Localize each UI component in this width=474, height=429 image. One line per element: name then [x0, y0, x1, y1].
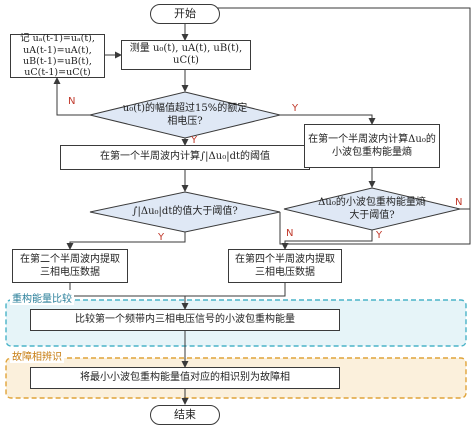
edge-integral-yes-extract2: [66, 232, 186, 250]
extract-2nd-box: 在第二个半周波内提取三相电压数据: [12, 249, 128, 283]
edge-branch-entropy: [280, 114, 376, 125]
group-compare-title: 重构能量比较: [10, 290, 74, 305]
label-entropy-no: N: [455, 197, 463, 208]
decision-integral-text: ∫|Δu₀|dt的值大于阈值?: [132, 205, 238, 217]
end-node: 结束: [150, 405, 220, 425]
group-identify-title: 故障相辨识: [10, 348, 64, 363]
entropy-calc-box: 在第一个半周波内计算Δu₀的小波包重构能量熵: [304, 124, 440, 168]
edge-amp-no-record: [53, 77, 90, 116]
compare-box: 比较第一个频带内三相电压信号的小波包重构能量: [30, 309, 340, 331]
identify-box: 将最小小波包重构能量值对应的相识别为故障相: [30, 367, 340, 389]
start-node: 开始: [150, 4, 220, 24]
label-entropy-yes: Y: [376, 230, 383, 241]
label-integral-yes: Y: [158, 232, 165, 243]
measure-box: 测量 u₀(t), uA(t), uB(t), uC(t): [121, 40, 251, 70]
edge-entropy-yes-extract4: [281, 230, 373, 250]
label-branch-yes: Y: [292, 103, 299, 114]
decision-entropy-text: Δu₀的小波包重构能量熵大于阈值?: [318, 197, 426, 221]
edge-extract2-compare: [69, 283, 185, 297]
label-integral-no: N: [286, 228, 294, 239]
decision-amp-text: u₀(t)的幅值超过15%的额定相电压?: [122, 103, 248, 127]
extract-4th-box: 在第四个半周波内提取三相电压数据: [228, 249, 342, 283]
label-amp-yes: Y: [191, 135, 198, 146]
label-amp-no: N: [68, 96, 76, 107]
record-box: 记 uₐ(t-1)=uₐ(t), uA(t-1)=uA(t), uB(t-1)=…: [10, 33, 105, 78]
edge-extract4-compare: [185, 283, 286, 297]
threshold-box: 在第一个半周波内计算∫|Δu₀|dt的阈值: [60, 145, 310, 170]
